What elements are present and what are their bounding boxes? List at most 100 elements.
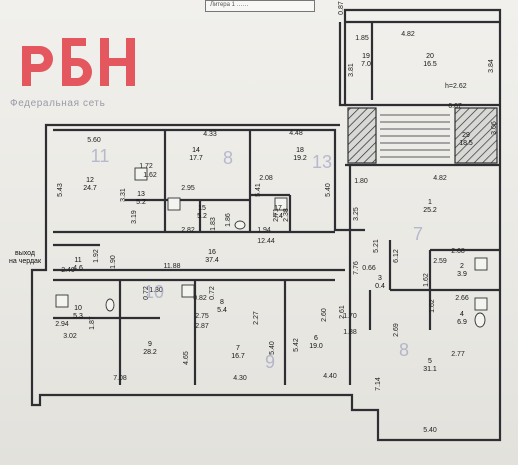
dimension-label: 3.81 xyxy=(348,63,355,77)
dimension-label: 1.92 xyxy=(93,249,100,263)
handwritten-number: 9 xyxy=(265,352,275,372)
dimension-label: 0.72 xyxy=(209,286,216,300)
room-area: 6.9 xyxy=(457,319,467,326)
dimension-label: 1.87 xyxy=(89,316,96,330)
dimension-label: 0.72 xyxy=(143,286,150,300)
exit-to-attic-label: выход на чердак xyxy=(3,250,47,266)
dimension-label: 7.14 xyxy=(375,377,382,391)
room-number: 18 xyxy=(296,147,304,154)
room-number: 20 xyxy=(426,53,434,60)
dimension-label: 4.82 xyxy=(401,31,415,38)
room-number: 6 xyxy=(314,335,318,342)
staircase xyxy=(380,114,450,158)
room-area: 16.5 xyxy=(423,61,437,68)
room-number: 14 xyxy=(192,147,200,154)
dimension-label: 1.80 xyxy=(354,178,368,185)
room-area: 4.4 xyxy=(273,213,283,220)
dimension-label: 2.82 xyxy=(181,227,195,234)
ceiling-note: h=2.62 xyxy=(445,83,467,90)
dimension-label: 2.69 xyxy=(393,323,400,337)
room-number: 8 xyxy=(220,299,224,306)
exit-label-line1: выход xyxy=(15,250,35,257)
dimension-label: 5.43 xyxy=(57,183,64,197)
dimension-label: 1.85 xyxy=(355,35,369,42)
room-area: 5.2 xyxy=(197,213,207,220)
dimension-label: 2.61 xyxy=(339,305,346,319)
room-area: 16.7 xyxy=(231,353,245,360)
room-area: 4.6 xyxy=(73,265,83,272)
dimension-label: 0.87 xyxy=(338,1,345,15)
room-area: 5.2 xyxy=(136,199,146,206)
room-number: 4 xyxy=(460,311,464,318)
stair-hatch-right xyxy=(454,107,498,164)
dimension-label: 1.30 xyxy=(149,287,163,294)
dimension-label: 1.83 xyxy=(210,217,217,231)
room-number: 2 xyxy=(460,263,464,270)
room-area: 19.0 xyxy=(309,343,323,350)
dimension-label: 3.06 xyxy=(491,121,498,135)
room-number: 15 xyxy=(198,205,206,212)
dimension-label: 4.48 xyxy=(289,130,303,137)
room-number: 13 xyxy=(137,191,145,198)
dimension-label: 2.75 xyxy=(195,313,209,320)
room-labels: 2016.5197.02918.51224.71417.71819.2135.2… xyxy=(73,53,473,373)
room-number: 7 xyxy=(236,345,240,352)
handwritten-number: 7 xyxy=(413,224,423,244)
dimension-label: 2.40 xyxy=(61,267,75,274)
dimension-label: 3.25 xyxy=(353,207,360,221)
handwritten-number: 11 xyxy=(91,146,110,166)
dimension-label: 2.27 xyxy=(253,311,260,325)
dimension-label: 7.76 xyxy=(353,261,360,275)
logo-subtitle: Федеральная сеть xyxy=(10,98,106,109)
dimension-label: 2.77 xyxy=(451,351,465,358)
room-area: 24.7 xyxy=(83,185,97,192)
room-number: 16 xyxy=(208,249,216,256)
dimension-label: 2.66 xyxy=(455,295,469,302)
room-number: 1 xyxy=(428,199,432,206)
dimension-label: 0.82 xyxy=(193,295,207,302)
dimension-label: 1.86 xyxy=(225,213,232,227)
dimension-label: 5.60 xyxy=(87,137,101,144)
dimension-label: 5.41 xyxy=(255,183,262,197)
room-area: 25.2 xyxy=(423,207,437,214)
dimension-label: 7.08 xyxy=(113,375,127,382)
document-stamp: Литера 1 …… xyxy=(205,0,315,12)
room-area: 28.2 xyxy=(143,349,157,356)
dimension-label: 2.60 xyxy=(321,308,328,322)
handwritten-number: 13 xyxy=(312,152,332,172)
dimension-label: 1.90 xyxy=(110,255,117,269)
dimension-label: 2.68 xyxy=(451,248,465,255)
room-number: 11 xyxy=(74,257,81,264)
handwritten-number: 10 xyxy=(144,282,164,302)
dimension-label: 6.67 xyxy=(448,103,462,110)
fixtures xyxy=(55,167,488,328)
room-area: 18.5 xyxy=(459,140,473,147)
dimension-label: 6.12 xyxy=(393,249,400,263)
rbn-logo-mark xyxy=(22,38,135,86)
dimension-label: 2.59 xyxy=(433,258,447,265)
dimension-label: 2.08 xyxy=(259,175,273,182)
dimension-label: 1.70 xyxy=(343,313,357,320)
room-number: 9 xyxy=(148,341,152,348)
dimension-label: 2.94 xyxy=(55,321,69,328)
dimension-label: 2.71 xyxy=(273,208,280,222)
dimension-label: 1.62 xyxy=(429,299,436,313)
dimension-label: 4.40 xyxy=(323,373,337,380)
room-number: 29 xyxy=(462,132,470,139)
dimension-label: 5.40 xyxy=(269,341,276,355)
dimension-label: 1.62 xyxy=(423,273,430,287)
dimension-label: 1.72 xyxy=(139,163,153,170)
dimension-label: 2.87 xyxy=(195,323,209,330)
room-number: 5 xyxy=(428,358,432,365)
dimension-label: 1.62 xyxy=(143,172,157,179)
dimension-label: 4.33 xyxy=(203,131,217,138)
dimension-label: 0.66 xyxy=(362,265,376,272)
handwritten-marks: 11 8 13 7 10 9 8 xyxy=(91,146,423,372)
room-area: 3.9 xyxy=(457,271,467,278)
dimension-label: 11.88 xyxy=(164,263,181,270)
dimension-label: 5.40 xyxy=(325,183,332,197)
handwritten-number: 8 xyxy=(223,148,233,168)
room-number: 12 xyxy=(86,177,94,184)
